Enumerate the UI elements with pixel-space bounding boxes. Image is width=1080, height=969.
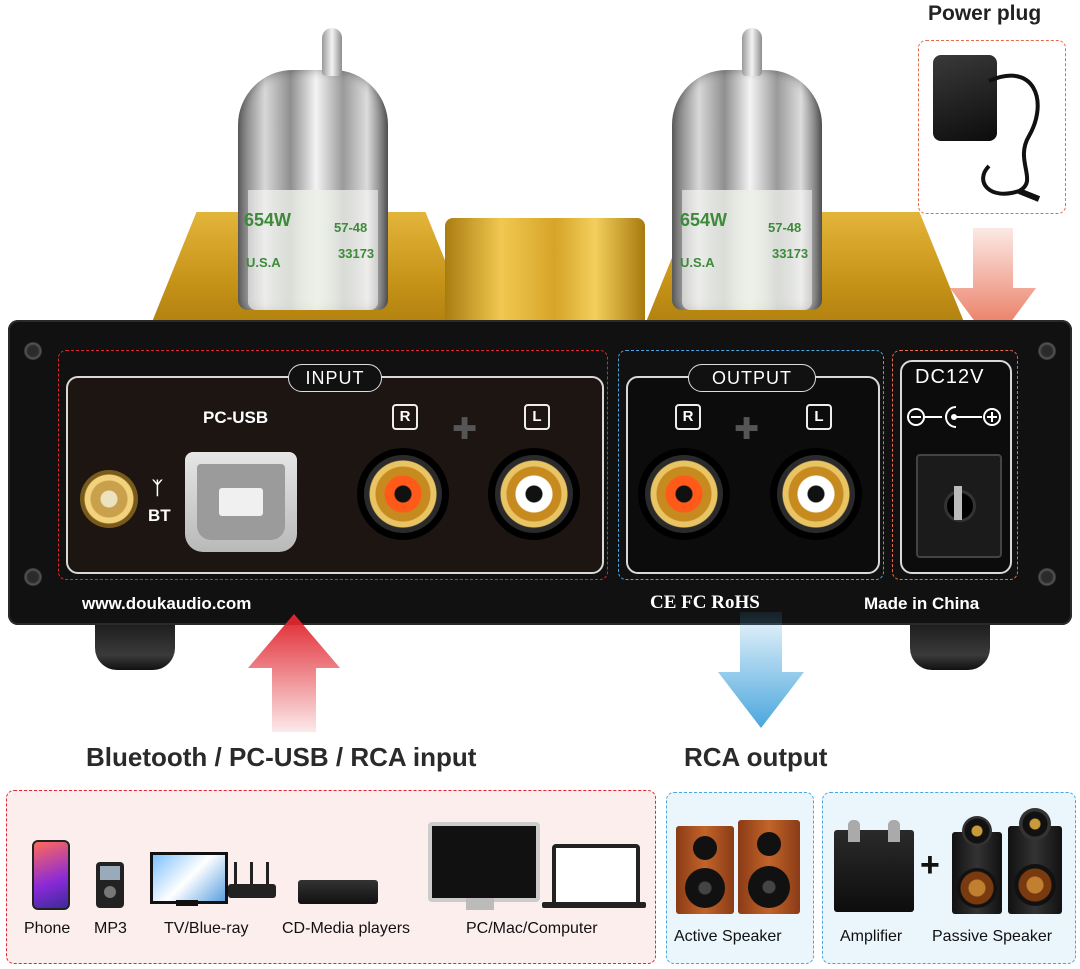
output-rca-right-jack[interactable]	[645, 455, 723, 533]
foot-left	[95, 620, 175, 670]
speaker-icon	[738, 820, 800, 914]
laptop-icon	[552, 844, 640, 906]
bt-label: BT	[148, 506, 171, 525]
website-label: www.doukaudio.com	[82, 594, 252, 613]
power-plug-box	[918, 40, 1066, 214]
input-rca-right-jack[interactable]	[364, 455, 442, 533]
device-label-phone: Phone	[24, 920, 71, 937]
output-r-label: R	[675, 404, 701, 430]
phone-icon	[32, 840, 70, 910]
bt-antenna-connector[interactable]	[80, 470, 138, 528]
power-adapter-icon	[933, 55, 997, 141]
output-caption: RCA output	[684, 742, 828, 772]
router-icon	[228, 884, 276, 898]
screw-icon: ✚	[734, 413, 760, 446]
dc-section-outline	[892, 350, 1018, 580]
speaker-icon	[952, 816, 1002, 914]
dc-title: DC12V	[915, 366, 985, 388]
speaker-icon	[1008, 808, 1062, 914]
cert-logos: CE FC RoHS	[650, 592, 760, 613]
screw-icon: ✚	[452, 413, 478, 446]
device-label-active-speaker: Active Speaker	[674, 928, 782, 945]
output-rca-left-jack[interactable]	[777, 455, 855, 533]
output-l-label: L	[806, 404, 832, 430]
screw-icon	[24, 568, 42, 586]
screw-icon	[24, 342, 42, 360]
mp3-icon	[96, 862, 124, 908]
plus-icon: +	[920, 846, 940, 884]
input-l-label: L	[524, 404, 550, 430]
device-label-mp3: MP3	[94, 920, 127, 937]
device-label-cd: CD-Media players	[282, 920, 411, 937]
power-plug-label: Power plug	[928, 2, 1042, 25]
tube-tip-left	[322, 28, 342, 76]
desktop-monitor-icon	[428, 822, 540, 902]
screw-icon	[1038, 342, 1056, 360]
output-section-outline	[618, 350, 884, 580]
input-r-label: R	[392, 404, 418, 430]
device-label-amplifier: Amplifier	[840, 928, 903, 945]
device-label-passive-speaker: Passive Speaker	[932, 928, 1053, 945]
cd-player-icon	[298, 880, 378, 904]
device-label-tv: TV/Blue-ray	[164, 920, 249, 937]
input-arrow-icon	[248, 614, 340, 732]
pc-usb-label: PC-USB	[203, 408, 269, 427]
vacuum-tube-right: 654W 57-48 33173 U.S.A	[672, 70, 822, 310]
usb-b-port[interactable]	[185, 452, 297, 552]
vacuum-tube-left: 654W 57-48 33173 U.S.A	[238, 70, 388, 310]
tube-tip-right	[742, 28, 762, 76]
bt-antenna-icon: ᛉ	[152, 478, 163, 498]
output-arrow-icon	[718, 612, 804, 728]
power-cable-icon	[981, 73, 1041, 202]
polarity-icon	[907, 406, 1001, 428]
device-label-pc: PC/Mac/Computer	[466, 920, 598, 937]
amplifier-icon	[834, 820, 914, 912]
foot-right	[910, 620, 990, 670]
inputs-caption: Bluetooth / PC-USB / RCA input	[86, 742, 477, 772]
volume-knob[interactable]	[445, 218, 645, 322]
dc-power-jack[interactable]	[916, 454, 1002, 558]
output-title: OUTPUT	[688, 364, 816, 392]
input-title: INPUT	[288, 364, 382, 392]
tube-print: 654W	[244, 210, 292, 230]
screw-icon	[1038, 568, 1056, 586]
speaker-icon	[676, 826, 734, 914]
tv-icon	[150, 852, 228, 904]
made-in-label: Made in China	[864, 594, 980, 613]
input-rca-left-jack[interactable]	[495, 455, 573, 533]
input-section-outline	[58, 350, 608, 580]
power-arrow-icon	[950, 228, 1036, 346]
tv-stand	[176, 900, 198, 906]
